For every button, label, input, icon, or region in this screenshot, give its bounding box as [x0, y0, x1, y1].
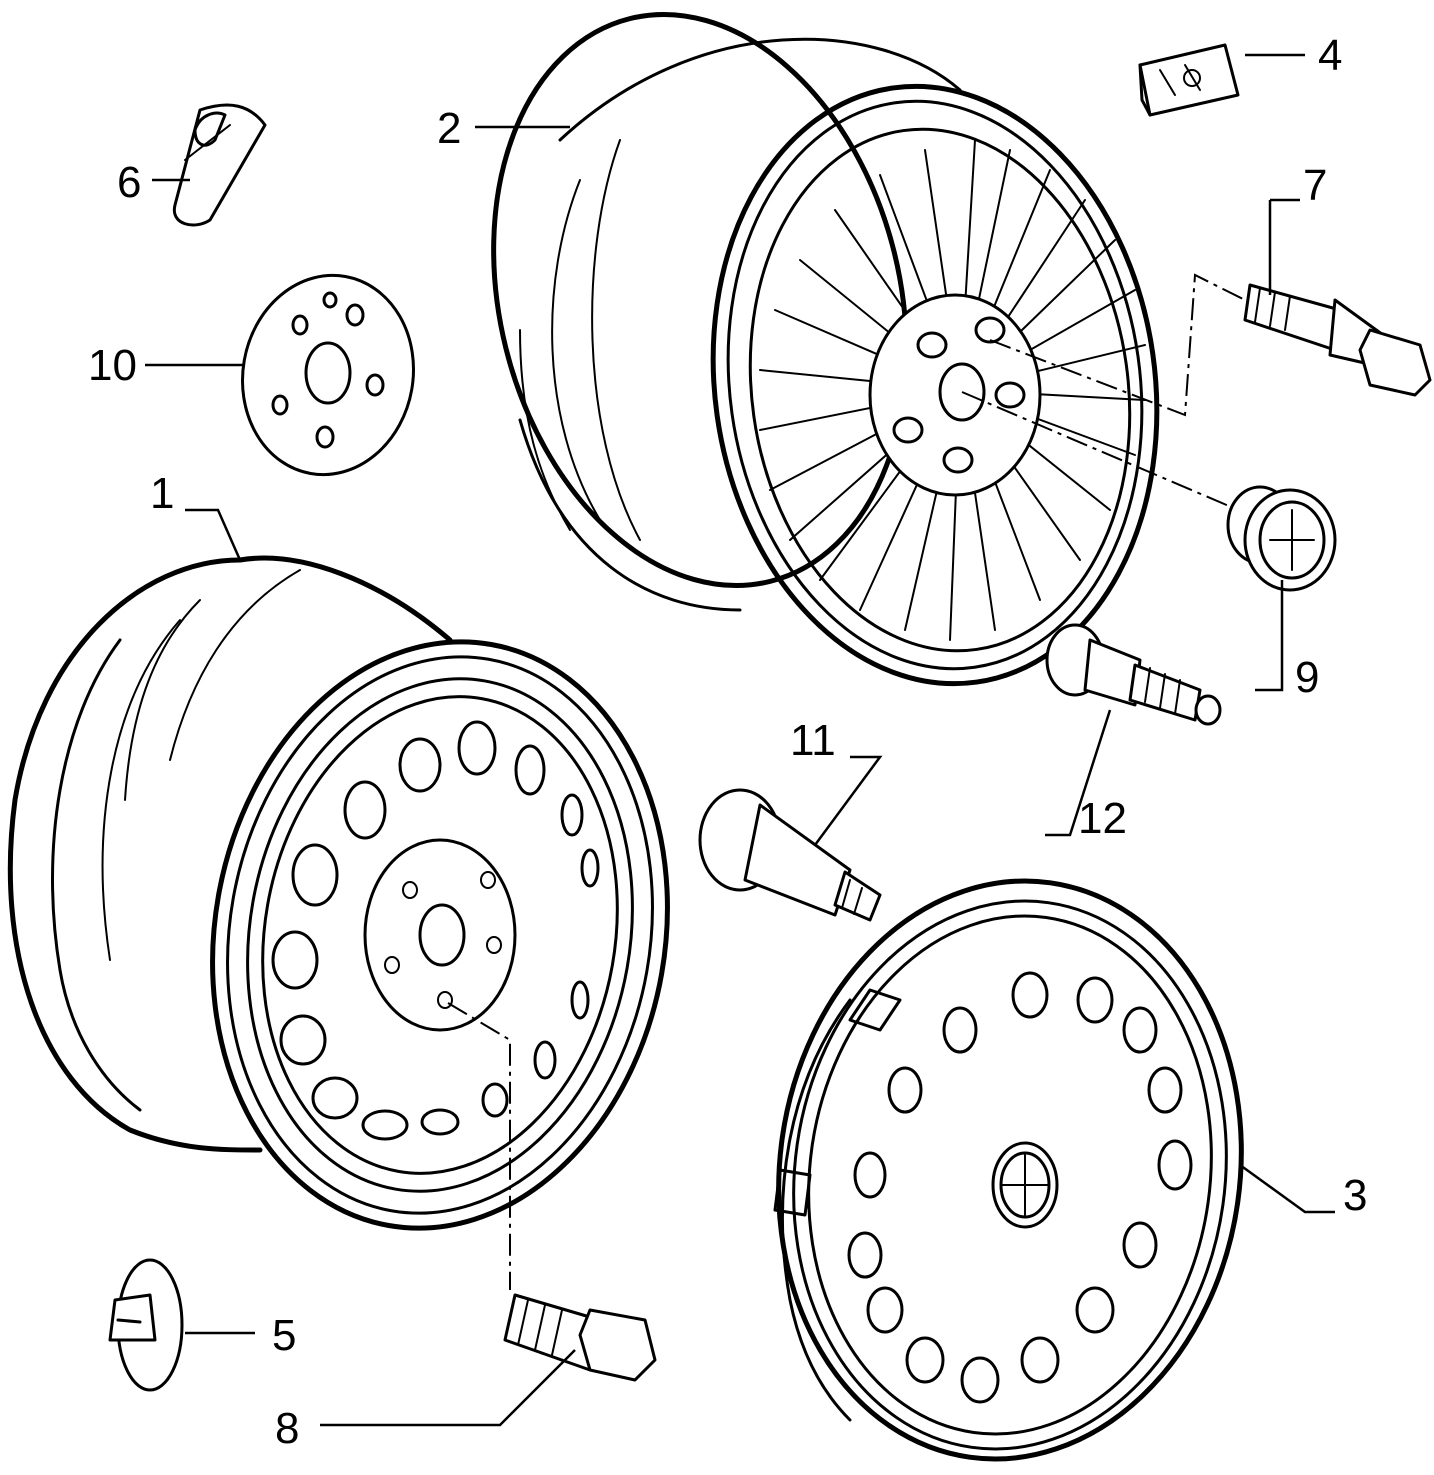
label-part-7: 7 — [1303, 161, 1327, 210]
tire-valve — [698, 788, 882, 922]
steel-wheel — [7, 555, 670, 1290]
label-part-8: 8 — [275, 1404, 299, 1453]
steel-wheel-vent-holes — [271, 720, 600, 1141]
steel-wheel-bolt — [503, 1293, 657, 1382]
label-part-4: 4 — [1318, 31, 1342, 80]
label-part-3: 3 — [1343, 1171, 1367, 1220]
label-part-12: 12 — [1078, 794, 1127, 843]
alloy-wheel-bolt — [1243, 283, 1432, 397]
leader-lines — [145, 53, 1335, 1427]
label-part-5: 5 — [272, 1311, 296, 1360]
metal-tire-valve — [1045, 623, 1222, 726]
hubcap — [773, 878, 1244, 1462]
part-number-labels: 1 2 3 4 5 6 7 8 9 10 11 12 — [88, 31, 1367, 1453]
label-part-1: 1 — [150, 469, 174, 518]
balance-weight — [1138, 43, 1240, 117]
label-part-2: 2 — [437, 104, 461, 153]
label-part-6: 6 — [117, 158, 141, 207]
label-part-9: 9 — [1295, 653, 1319, 702]
hubcap-vent-holes — [847, 971, 1193, 1404]
alloy-wheel — [491, 11, 1251, 687]
label-part-11: 11 — [790, 716, 836, 765]
label-part-10: 10 — [88, 341, 137, 390]
weight-clip — [108, 1258, 184, 1392]
clip — [172, 103, 267, 227]
center-cap — [1226, 485, 1337, 592]
spacer-disc — [241, 273, 415, 477]
